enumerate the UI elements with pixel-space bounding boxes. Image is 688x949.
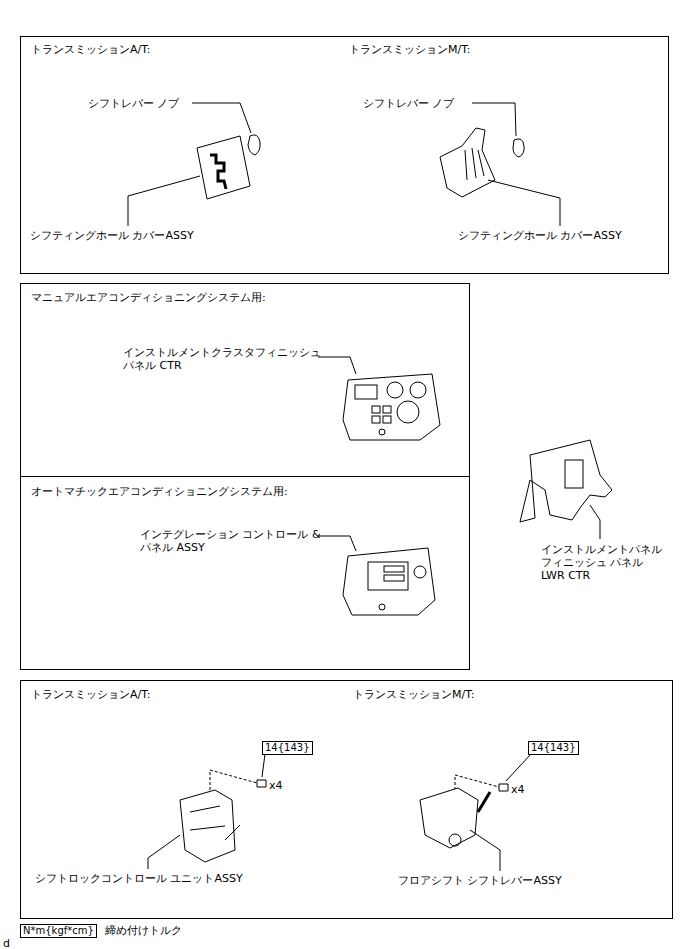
legend-box: N*m{kgf*cm} bbox=[20, 924, 97, 938]
group-panel: オートマチックエアコンディショニングシステム用: bbox=[20, 476, 470, 670]
group-heading: トランスミッションA/T: bbox=[31, 688, 150, 701]
leader-line bbox=[470, 830, 500, 871]
torque-value: 14{143} bbox=[265, 742, 310, 753]
part-name: インテグレーション コントロール & パネル ASSY bbox=[140, 528, 322, 554]
group-heading: マニュアルエアコンディショニングシステム用: bbox=[31, 291, 266, 304]
quantity: x4 bbox=[511, 783, 525, 796]
cluster-panel-drawing bbox=[343, 374, 440, 440]
legend-text: 締め付けトルク bbox=[105, 924, 182, 937]
part-name: シフティングホール カバーASSY bbox=[30, 229, 194, 242]
bolt-drawing bbox=[257, 780, 266, 787]
switch-drawing bbox=[372, 406, 380, 413]
bolt-drawing bbox=[499, 784, 508, 791]
group-panel: マニュアルエアコンディショニングシステム用: bbox=[20, 283, 470, 477]
shift-lock-unit-drawing bbox=[180, 790, 235, 862]
lever-rod bbox=[478, 792, 490, 812]
dial-drawing bbox=[410, 382, 426, 398]
knob-drawing bbox=[513, 139, 524, 157]
part-name: インストルメントクラスタフィニッシュ パネル CTR bbox=[123, 346, 328, 372]
switch-drawing bbox=[383, 406, 391, 413]
group-heading: トランスミッションA/T: bbox=[31, 43, 150, 56]
shift-lever-drawing bbox=[420, 788, 478, 848]
gate-slot bbox=[210, 155, 226, 189]
control-panel-drawing bbox=[343, 548, 435, 615]
lower-panel-drawing bbox=[520, 440, 612, 522]
part-name: シフトレバー ノブ bbox=[88, 97, 180, 110]
dial-drawing bbox=[414, 566, 426, 578]
part-name: シフティングホール カバーASSY bbox=[458, 229, 622, 242]
part-name: シフトロックコントロール ユニットASSY bbox=[35, 872, 243, 885]
button-drawing bbox=[384, 566, 404, 572]
knob-drawing bbox=[248, 135, 260, 155]
cover-drawing bbox=[197, 136, 250, 199]
switch-drawing bbox=[383, 416, 391, 423]
group-heading: トランスミッションM/T: bbox=[353, 688, 474, 701]
button-drawing bbox=[384, 575, 404, 581]
leader-line bbox=[262, 754, 265, 777]
leader-line bbox=[506, 754, 531, 781]
quantity: x4 bbox=[269, 779, 283, 792]
part-name: シフトレバー ノブ bbox=[363, 97, 455, 110]
leader-line bbox=[148, 835, 180, 869]
leader-line bbox=[318, 357, 356, 374]
boot-drawing bbox=[440, 128, 495, 197]
vent-drawing bbox=[355, 385, 377, 399]
torque-value: 14{143} bbox=[531, 742, 576, 753]
display-drawing bbox=[368, 562, 408, 590]
boot-fold bbox=[465, 148, 484, 180]
group-heading: トランスミッションM/T: bbox=[349, 43, 470, 56]
dial-drawing bbox=[397, 401, 419, 423]
torque-box: 14{143} bbox=[262, 741, 313, 755]
part-name: フロアシフト シフトレバーASSY bbox=[398, 874, 562, 887]
leader-line bbox=[318, 536, 356, 551]
socket-drawing bbox=[379, 429, 385, 435]
opening-drawing bbox=[565, 460, 583, 488]
socket-drawing bbox=[379, 604, 385, 610]
switch-drawing bbox=[372, 416, 380, 423]
dial-drawing bbox=[387, 382, 403, 398]
leader-line bbox=[488, 180, 560, 226]
leader-line bbox=[128, 176, 200, 226]
unit-detail bbox=[190, 806, 240, 840]
leader-line bbox=[192, 103, 251, 133]
torque-box: 14{143} bbox=[528, 741, 579, 755]
part-name: インストルメントパネル フィニッシュ パネル LWR CTR bbox=[541, 543, 666, 583]
group-heading: オートマチックエアコンディショニングシステム用: bbox=[31, 485, 288, 498]
figure-code: d bbox=[3, 937, 10, 949]
torque-value: N*m{kgf*cm} bbox=[23, 925, 94, 936]
lever-pivot bbox=[449, 834, 461, 846]
leader-line bbox=[590, 505, 600, 539]
